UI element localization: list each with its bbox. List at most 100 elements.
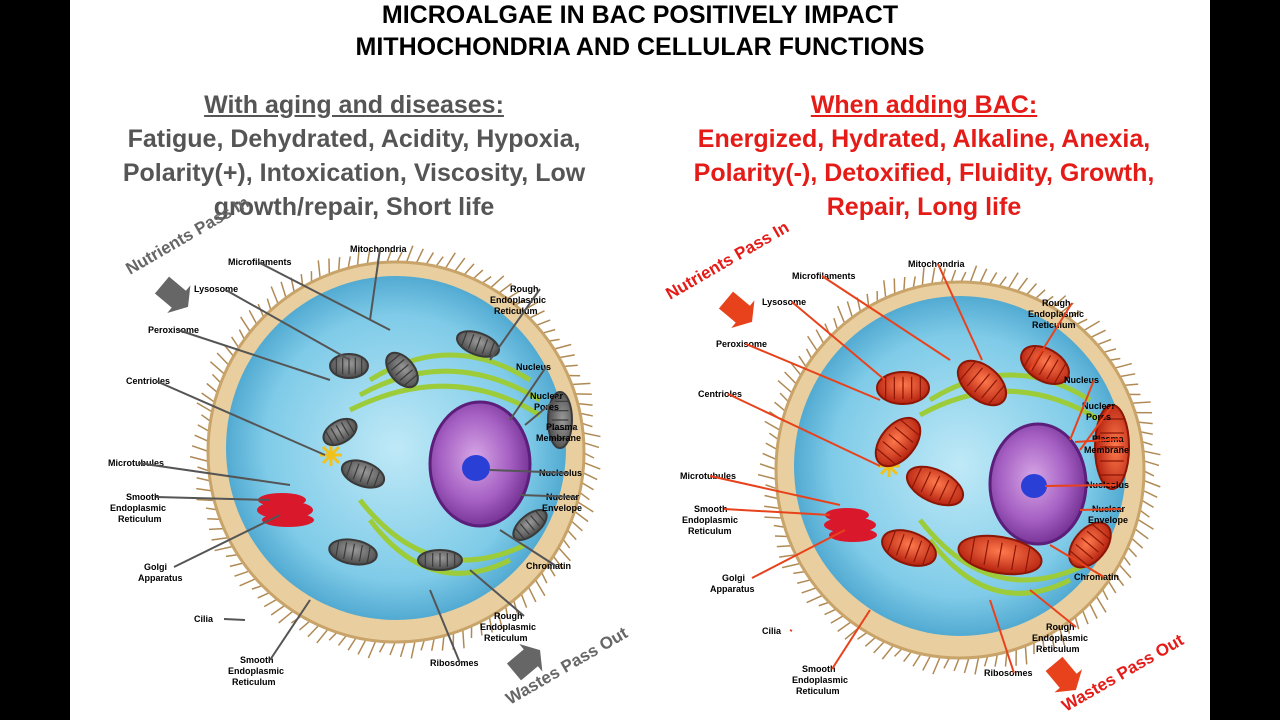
slide-title-line-1: MICROALGAE IN BAC POSITIVELY IMPACT <box>381 1 899 29</box>
leader-line <box>989 599 1015 674</box>
right-body-line-3: Repair, Long life <box>826 193 1022 221</box>
left-body-line-1: Fatigue, Dehydrated, Acidity, Hypoxia, <box>127 125 581 153</box>
leader-line <box>1079 508 1123 511</box>
leader-line <box>745 343 881 401</box>
cell-label-chromatin: Chromatin <box>526 561 571 571</box>
cell-label-smooth-er-2: Endoplasmic <box>792 675 848 685</box>
right-body-line-2: Polarity(-), Detoxified, Fluidity, Growt… <box>693 159 1155 187</box>
cell-label-lysosome: Lysosome <box>762 297 806 307</box>
cell-label-nucleus: Nucleus <box>1064 375 1099 385</box>
cell-label-rough-er-1: Rough <box>510 284 539 294</box>
cell-label-golgi-1: Golgi <box>144 562 167 572</box>
cell-label-ribosomes: Ribosomes <box>984 668 1033 678</box>
left-body-line-2: Polarity(+), Intoxication, Viscosity, Lo… <box>122 159 586 187</box>
leader-line <box>1049 544 1105 578</box>
leader-line <box>1074 438 1123 443</box>
leader-line <box>489 469 570 474</box>
cell-label-smooth-er-1: Smooth <box>694 504 728 514</box>
mitochondrion-shape <box>385 351 419 389</box>
cell-label-smooth-er-2: Endoplasmic <box>110 503 166 513</box>
golgi-shape <box>824 508 877 542</box>
cell-label-smooth-er-2: Endoplasmic <box>682 515 738 525</box>
mitochondria-group <box>322 330 573 571</box>
cell-label-plasma-membrane-2: Membrane <box>536 433 581 443</box>
mitochondrion-shape <box>881 529 937 567</box>
cell-label-rough-er-3: Reticulum <box>484 633 528 643</box>
cell-label-plasma-membrane-2: Membrane <box>1084 445 1129 455</box>
cell-label-centrioles: Centrioles <box>698 389 742 399</box>
cell-label-nucleus: Nucleus <box>516 362 551 372</box>
right-heading: When adding BAC: <box>810 91 1038 119</box>
nucleolus-shape <box>1021 474 1047 498</box>
cell-label-ribosomes: Ribosomes <box>430 658 479 668</box>
cell-label-rough-er-3: Reticulum <box>494 306 538 316</box>
cell-label-smooth-er-3: Reticulum <box>118 514 162 524</box>
cell-label-rough-er-3: Reticulum <box>1036 644 1080 654</box>
mitochondrion-shape <box>956 359 1008 407</box>
leader-line <box>489 288 541 361</box>
mitochondrion-shape <box>1020 345 1070 385</box>
left-body-line-3: growth/repair, Short life <box>213 193 495 221</box>
leader-line <box>791 301 886 381</box>
leader-line <box>751 529 846 579</box>
cell-label-mitochondria: Mitochondria <box>350 244 407 254</box>
cell-label-centrioles: Centrioles <box>126 376 170 386</box>
cell-label-rough-er-1: Rough <box>1046 622 1075 632</box>
cell-label-peroxisome: Peroxisome <box>716 339 767 349</box>
cell-label-nuclear-envelope-2: Envelope <box>1088 515 1128 525</box>
leader-line <box>1029 589 1077 628</box>
leader-line <box>1069 379 1095 441</box>
leader-line <box>789 629 793 632</box>
cell-label-nuclear-pores-1: Nuclear <box>530 391 564 401</box>
right-cell: Nutrients Pass In Wastes Pass Out <box>663 218 1188 716</box>
cell-label-golgi-2: Apparatus <box>710 584 755 594</box>
mitochondrion-shape <box>328 538 378 566</box>
rough-er-shape <box>918 372 1102 596</box>
cell-label-smooth-er-1: Smooth <box>802 664 836 674</box>
leader-line <box>269 599 311 661</box>
right-caption: When adding BAC: Energized, Hydrated, Al… <box>644 88 1204 224</box>
leader-line <box>709 475 841 506</box>
leader-line <box>831 609 871 670</box>
cell-diagrams: Nutrients Pass In Wastes Pass Out <box>108 193 1188 716</box>
leader-line <box>821 275 951 361</box>
nucleolus-shape <box>462 455 490 481</box>
slide-title-line-2: MITHOCHONDRIA AND CELLULAR FUNCTIONS <box>355 33 925 61</box>
leader-line <box>173 514 281 568</box>
mitochondrion-shape <box>1068 521 1112 569</box>
leader-line <box>727 393 881 467</box>
mitochondria-group <box>874 345 1130 576</box>
leader-line <box>519 494 577 498</box>
leader-line <box>1044 484 1117 487</box>
leader-line <box>177 329 331 381</box>
cell-label-microtubules: Microtubules <box>108 458 164 468</box>
cell-label-smooth-er-1: Smooth <box>240 655 274 665</box>
leader-line <box>469 569 525 617</box>
leader-line <box>223 288 351 361</box>
mitochondrion-shape <box>1094 404 1130 490</box>
cell-label-rough-er-2: Endoplasmic <box>480 622 536 632</box>
mitochondrion-shape <box>547 391 573 449</box>
cell-label-plasma-membrane-1: Plasma <box>546 422 579 432</box>
leader-line <box>137 462 291 486</box>
mitochondrion-shape <box>417 549 463 571</box>
cell-label-smooth-er-1: Smooth <box>126 492 160 502</box>
leader-line <box>524 395 561 426</box>
cell-label-smooth-er-3: Reticulum <box>796 686 840 696</box>
mitochondrion-shape <box>329 353 369 379</box>
mitochondrion-shape <box>322 417 358 447</box>
cell-label-smooth-er-2: Endoplasmic <box>228 666 284 676</box>
right-body-line-1: Energized, Hydrated, Alkaline, Anexia, <box>697 125 1151 153</box>
leader-line <box>155 380 326 456</box>
slide: MICROALGAE IN BAC POSITIVELY IMPACT MITH… <box>70 0 1210 720</box>
cell-label-rough-er-2: Endoplasmic <box>490 295 546 305</box>
leader-line <box>499 529 557 567</box>
mitochondrion-shape <box>455 330 501 358</box>
cell-label-rough-er-2: Endoplasmic <box>1032 633 1088 643</box>
mitochondrion-shape <box>340 459 386 489</box>
cell-label-rough-er-1: Rough <box>1042 298 1071 308</box>
leader-line <box>509 366 547 421</box>
nutrients-in-arrow: Nutrients Pass In <box>663 218 792 329</box>
cell-label-mitochondria: Mitochondria <box>908 259 965 269</box>
mitochondrion-shape <box>874 416 922 468</box>
